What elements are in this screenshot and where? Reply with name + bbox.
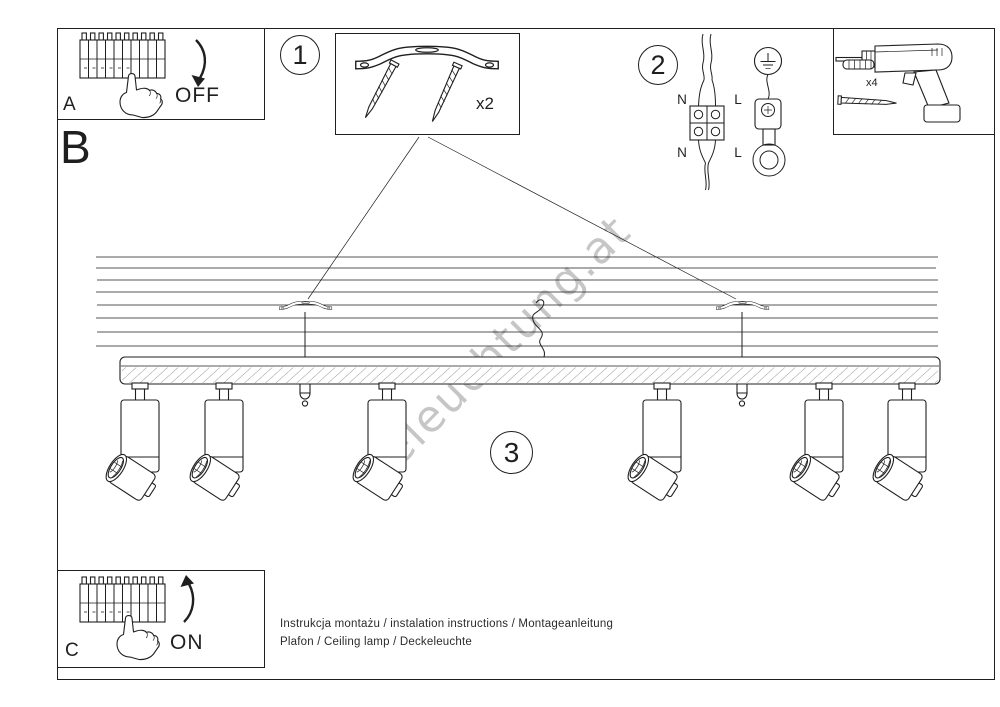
mounting-rail-icon: [119, 356, 941, 385]
power-on-text: ON: [170, 631, 204, 654]
step2-badge: 2: [638, 45, 678, 85]
power-on-arrow-icon: [180, 575, 195, 623]
step3-badge: 3: [490, 431, 533, 474]
terminal-label-l-top: L: [734, 92, 742, 107]
drill-icon: [835, 43, 961, 123]
tools-box: [833, 28, 995, 135]
step1-number: 1: [292, 39, 308, 70]
terminal-block-icon: [689, 105, 725, 141]
footer-product-line: Plafon / Ceiling lamp / Deckeleuchte: [280, 636, 472, 648]
panel-c-label: C: [65, 640, 79, 661]
panel-c-box: [57, 570, 265, 668]
step1-parts-box: [335, 33, 520, 135]
power-off-text: OFF: [175, 84, 220, 107]
mounting-rods: [304, 312, 743, 357]
section-b-label: B: [60, 121, 91, 173]
ceiling-icon: [96, 256, 938, 347]
wall-plug-icon: [842, 59, 875, 70]
power-off-arrow-icon: [191, 39, 207, 87]
terminal-label-n-bottom: N: [677, 145, 687, 160]
panel-a-label: A: [63, 94, 76, 115]
step1-badge: 1: [280, 35, 320, 75]
power-cable-icon: [532, 299, 546, 358]
wiring-cable-icon: [698, 33, 716, 191]
sheet-frame: [57, 28, 995, 680]
screws-quantity: x2: [476, 94, 494, 113]
terminal-label-n-top: N: [677, 92, 687, 107]
step3-number: 3: [503, 436, 520, 468]
step2-number: 2: [650, 49, 666, 80]
plugs-quantity: x4: [866, 77, 878, 89]
ground-terminal-icon: [752, 74, 786, 177]
footer-instructions-line: Instrukcja montażu / instalation instruc…: [280, 618, 614, 630]
panel-a-box: [57, 28, 265, 120]
pointer-lines: [307, 136, 737, 300]
terminal-label-l-bottom: L: [734, 145, 742, 160]
